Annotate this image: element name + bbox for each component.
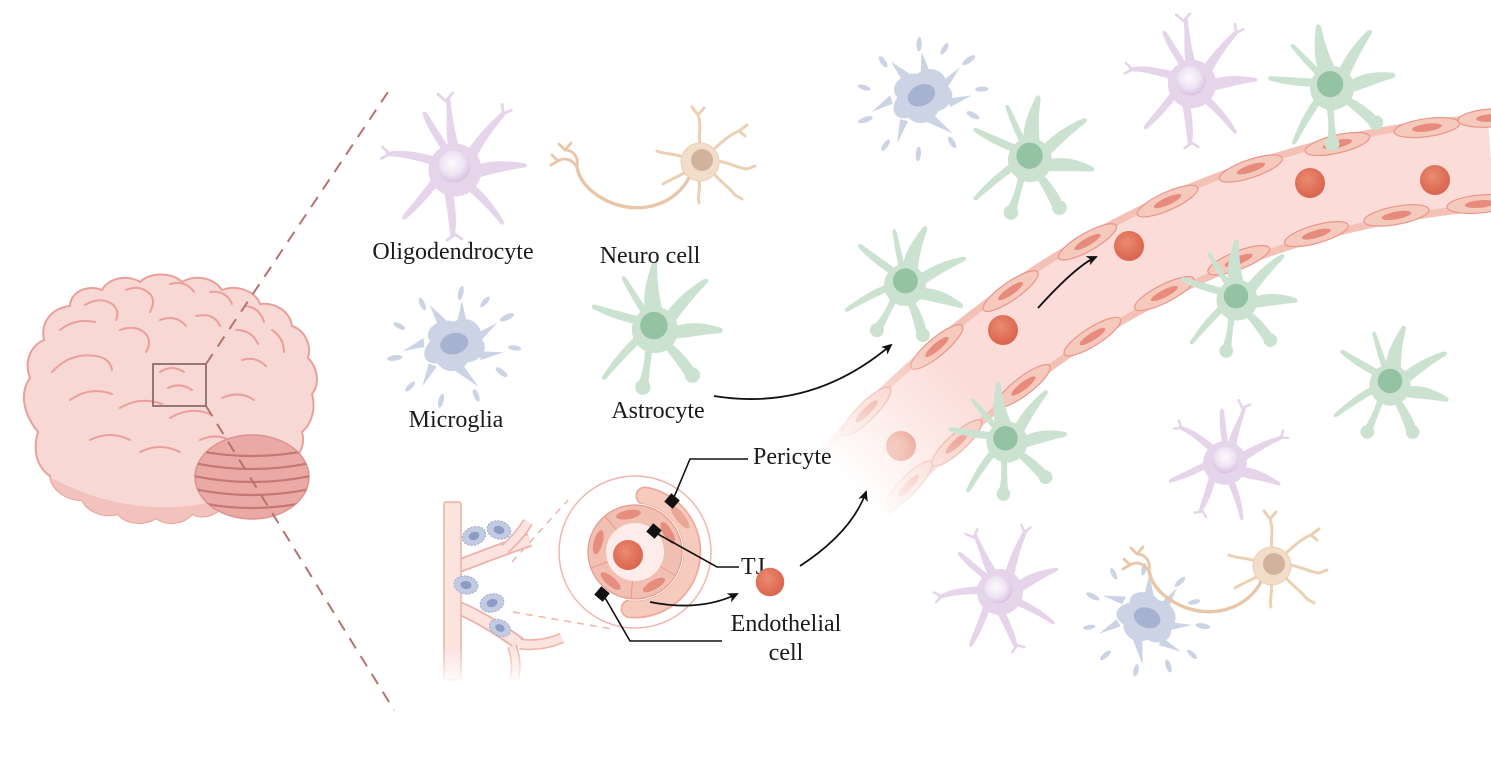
endothelial-label-line2: cell [769, 640, 804, 666]
pericyte-label: Pericyte [753, 444, 832, 470]
red-blood-cell [1114, 231, 1144, 261]
astrocyte-illustration [591, 261, 723, 395]
red-blood-cell [886, 431, 916, 461]
sprout-glial-cells [453, 520, 512, 638]
microglia-illustration [386, 285, 522, 409]
oligodendrocyte-label: Oligodendrocyte [372, 239, 533, 265]
rbc-to-vessel-arrow [799, 490, 868, 567]
brain-gyri [51, 282, 285, 453]
arrows [649, 256, 1098, 607]
neuro-cell-label: Neuro cell [600, 243, 701, 269]
astrocyte-label: Astrocyte [611, 398, 704, 424]
sprout-zoom-cone [511, 499, 613, 630]
brain-zoom-box [152, 363, 207, 407]
zoom-dashed-lines [205, 85, 395, 711]
astrocyte-illustration [961, 86, 1104, 231]
pericyte-band [622, 488, 700, 617]
microglia-illustration [1058, 535, 1232, 706]
brain-illustration [22, 273, 318, 524]
endothelium-to-rbc-arrow [649, 593, 739, 607]
capillary-sprout [425, 499, 613, 688]
astrocyte-to-vessel-arrow [713, 343, 893, 400]
neuron-illustration [549, 105, 757, 210]
microglia-illustration [844, 26, 1000, 171]
oligodendrocyte-illustration [917, 507, 1080, 672]
vessel-cross-section: Pericyte TJ Endothelial cell [558, 444, 842, 666]
microglia-label: Microglia [409, 407, 504, 433]
endothelial-label-line1: Endothelial [731, 611, 842, 637]
red-blood-cell [1295, 168, 1325, 198]
red-blood-cell [613, 540, 643, 570]
oligodendrocyte-illustration [1144, 378, 1307, 542]
leader-lines [603, 458, 748, 642]
red-blood-cell [1420, 165, 1450, 195]
oligodendrocyte-illustration [379, 91, 529, 242]
pericyte-nucleus [670, 505, 690, 529]
blood-vessel [816, 106, 1491, 519]
red-blood-cell [988, 315, 1018, 345]
blood-flow-arrow [1037, 256, 1098, 309]
cerebellum [194, 434, 310, 520]
oligodendrocyte-illustration [1123, 12, 1259, 150]
astrocyte-illustration [1321, 312, 1464, 456]
red-blood-cell [755, 567, 785, 597]
